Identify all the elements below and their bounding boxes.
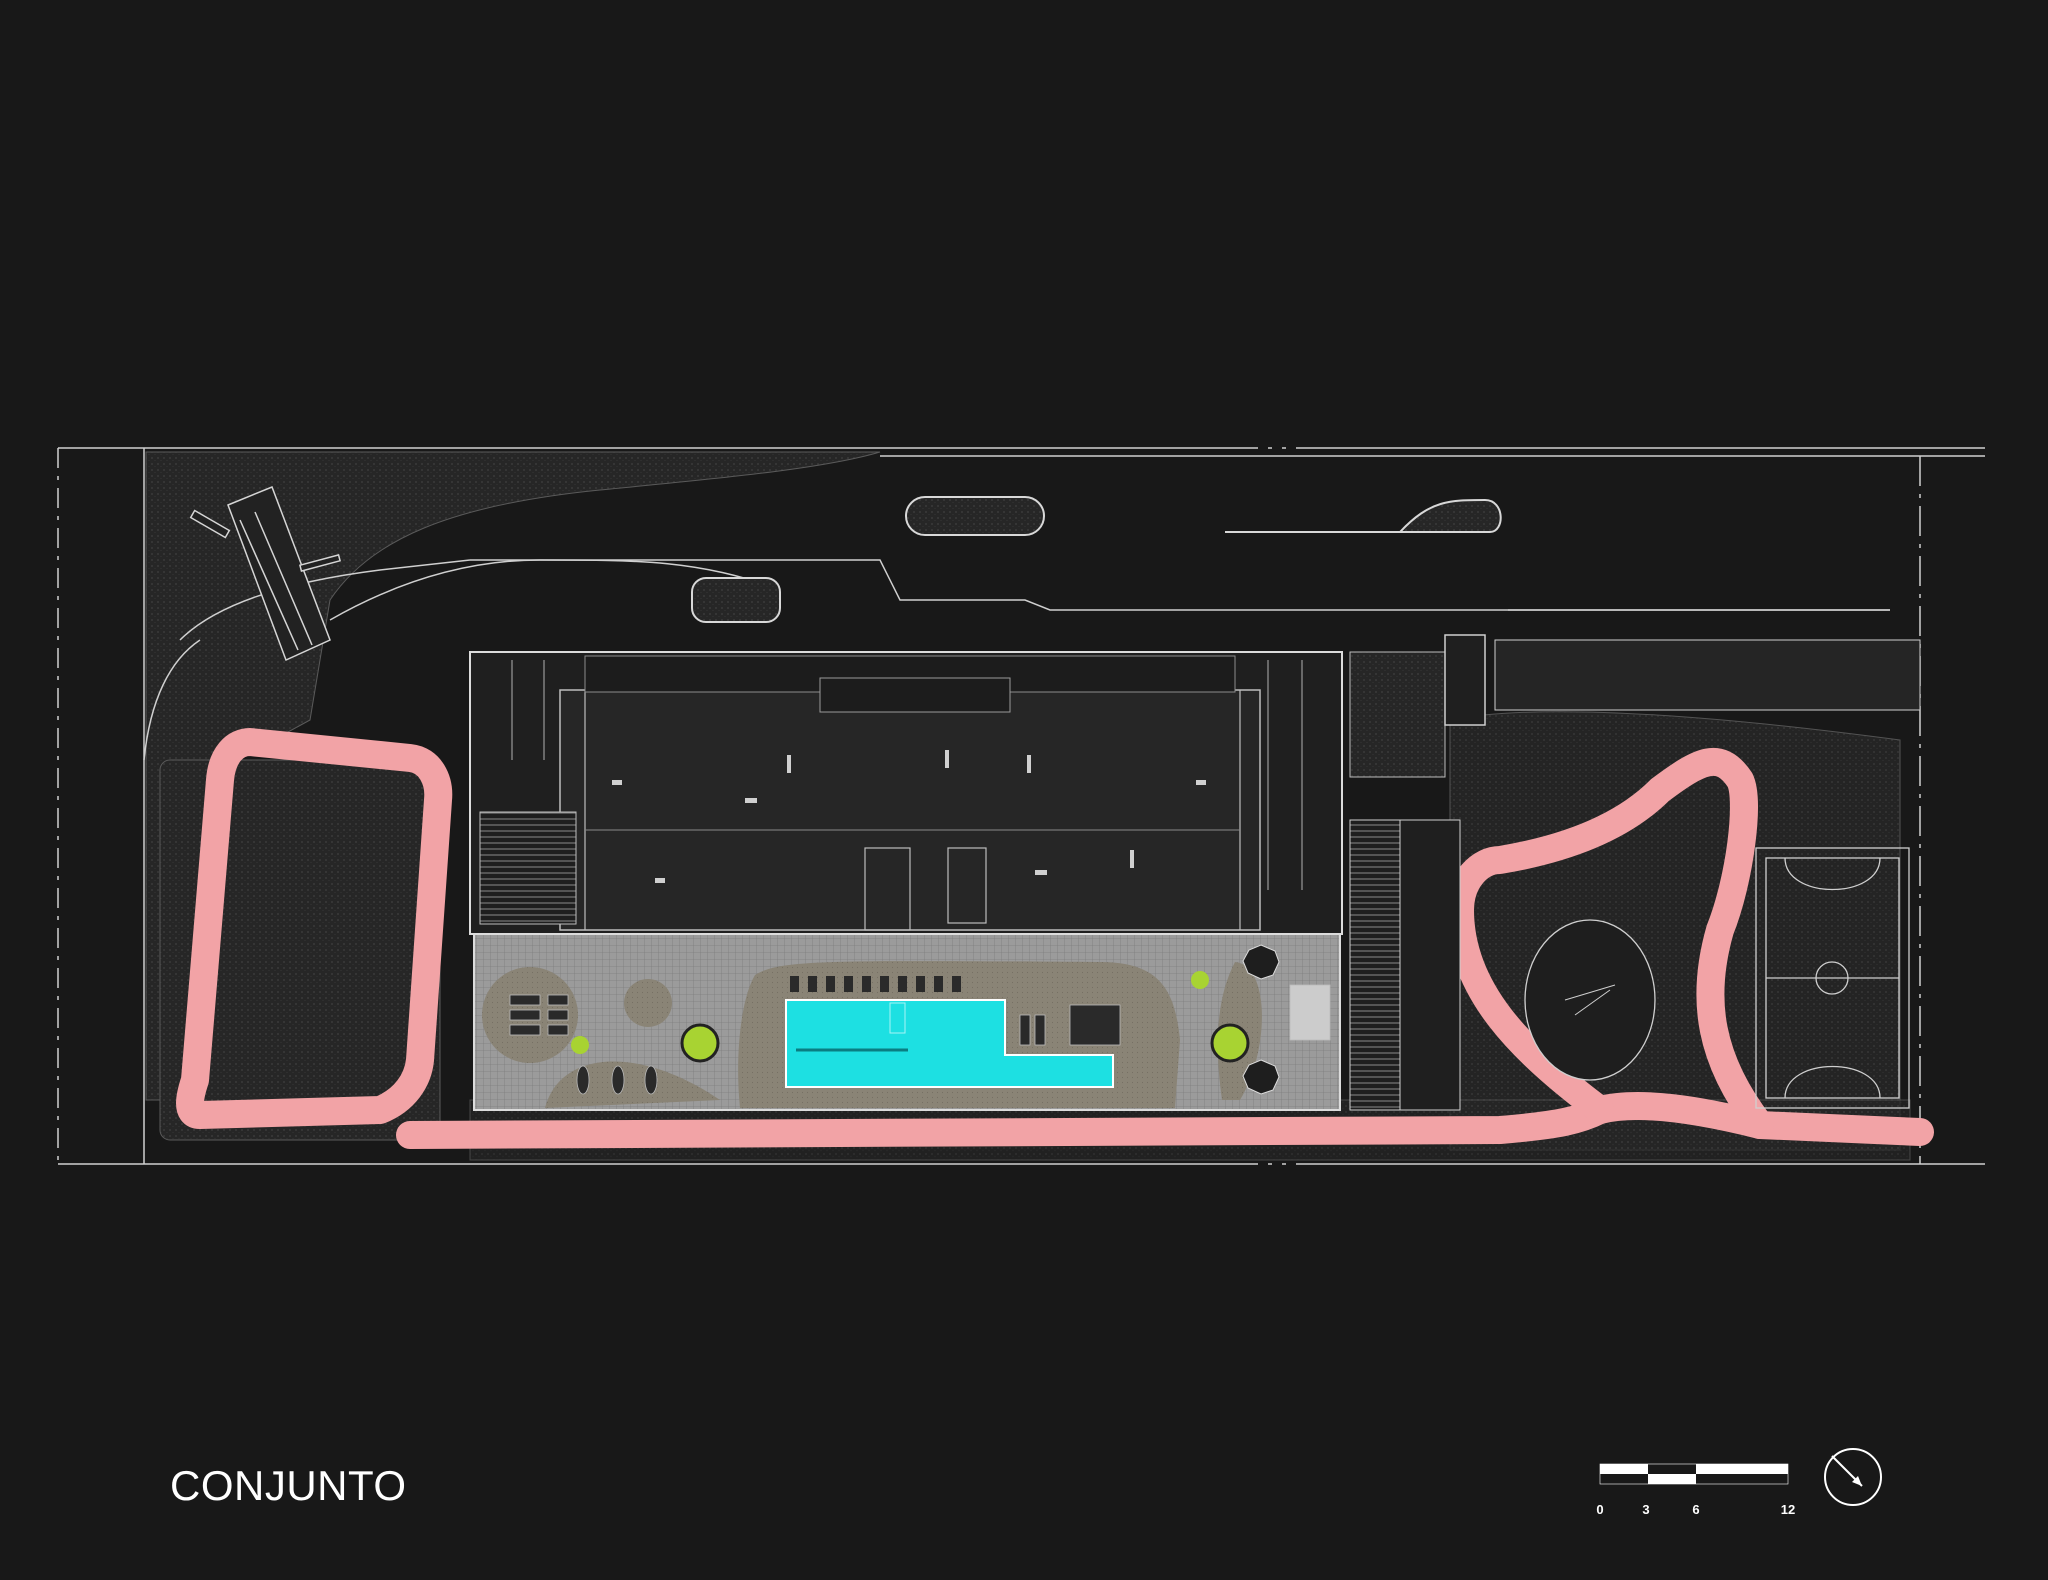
planters — [571, 971, 1250, 1063]
road-islands — [691, 496, 1502, 623]
deck-loungers-row — [790, 976, 961, 992]
scale-label-6: 6 — [1692, 1502, 1700, 1517]
main-building — [469, 651, 1343, 935]
basketball-court — [1755, 847, 1910, 1109]
scale-label-3: 3 — [1642, 1502, 1650, 1517]
access-road — [143, 455, 1985, 761]
scale-label-12: 12 — [1780, 1502, 1796, 1517]
site-boundary — [57, 447, 1985, 1165]
entrance-bridge — [189, 486, 342, 662]
swimming-pool — [785, 999, 1114, 1088]
playground — [1524, 919, 1656, 1081]
scale-label-0: 0 — [1596, 1502, 1604, 1517]
deck-furniture — [509, 984, 1331, 1095]
umbrellas — [1242, 684, 1408, 1095]
east-annex — [1349, 634, 1921, 1111]
north-arrow-icon — [1824, 1448, 1882, 1506]
drawing-title: CONJUNTO — [170, 1462, 407, 1509]
running-path — [176, 728, 1934, 1149]
